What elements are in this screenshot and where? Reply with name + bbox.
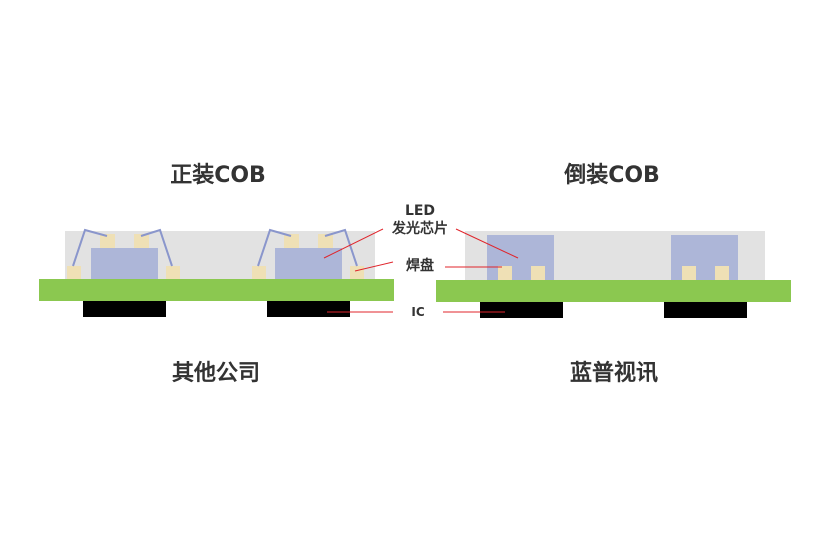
- leader-led-left: [323, 228, 384, 259]
- left-chip-1: [91, 248, 158, 281]
- right-ic-2: [664, 302, 747, 318]
- left-board-pad: [166, 266, 180, 281]
- left-chip-pad: [134, 234, 149, 248]
- right-pad: [498, 266, 512, 281]
- right-caption: 蓝普视讯: [569, 361, 659, 386]
- left-ic-1: [83, 301, 166, 317]
- left-board-pad: [67, 266, 81, 281]
- bond-wire: [140, 228, 173, 267]
- left-caption: 其他公司: [171, 361, 261, 386]
- right-ic-1: [480, 302, 563, 318]
- ic-label: IC: [411, 305, 425, 319]
- led-label-line1: LED: [404, 203, 436, 219]
- left-chip-pad: [318, 234, 333, 248]
- left-title: 正装COB: [170, 163, 266, 188]
- right-pcb: [436, 280, 791, 302]
- leader-pad-left: [354, 261, 394, 272]
- left-chip-2: [275, 248, 342, 281]
- led-label-line2: 发光芯片: [392, 221, 448, 237]
- pad-label: 焊盘: [406, 258, 434, 274]
- left-chip-pad: [284, 234, 299, 248]
- bond-wire: [324, 228, 358, 267]
- left-pcb: [39, 279, 394, 301]
- bond-wire: [72, 228, 108, 267]
- right-pad: [715, 266, 729, 281]
- right-pad: [531, 266, 545, 281]
- right-title: 倒装COB: [564, 163, 660, 188]
- right-pad: [682, 266, 696, 281]
- left-chip-pad: [100, 234, 115, 248]
- bond-wire: [257, 228, 292, 267]
- left-board-pad: [252, 266, 266, 281]
- leader-led-right: [455, 228, 519, 259]
- left-ic-2: [267, 301, 350, 317]
- left-board-pad: [350, 266, 364, 281]
